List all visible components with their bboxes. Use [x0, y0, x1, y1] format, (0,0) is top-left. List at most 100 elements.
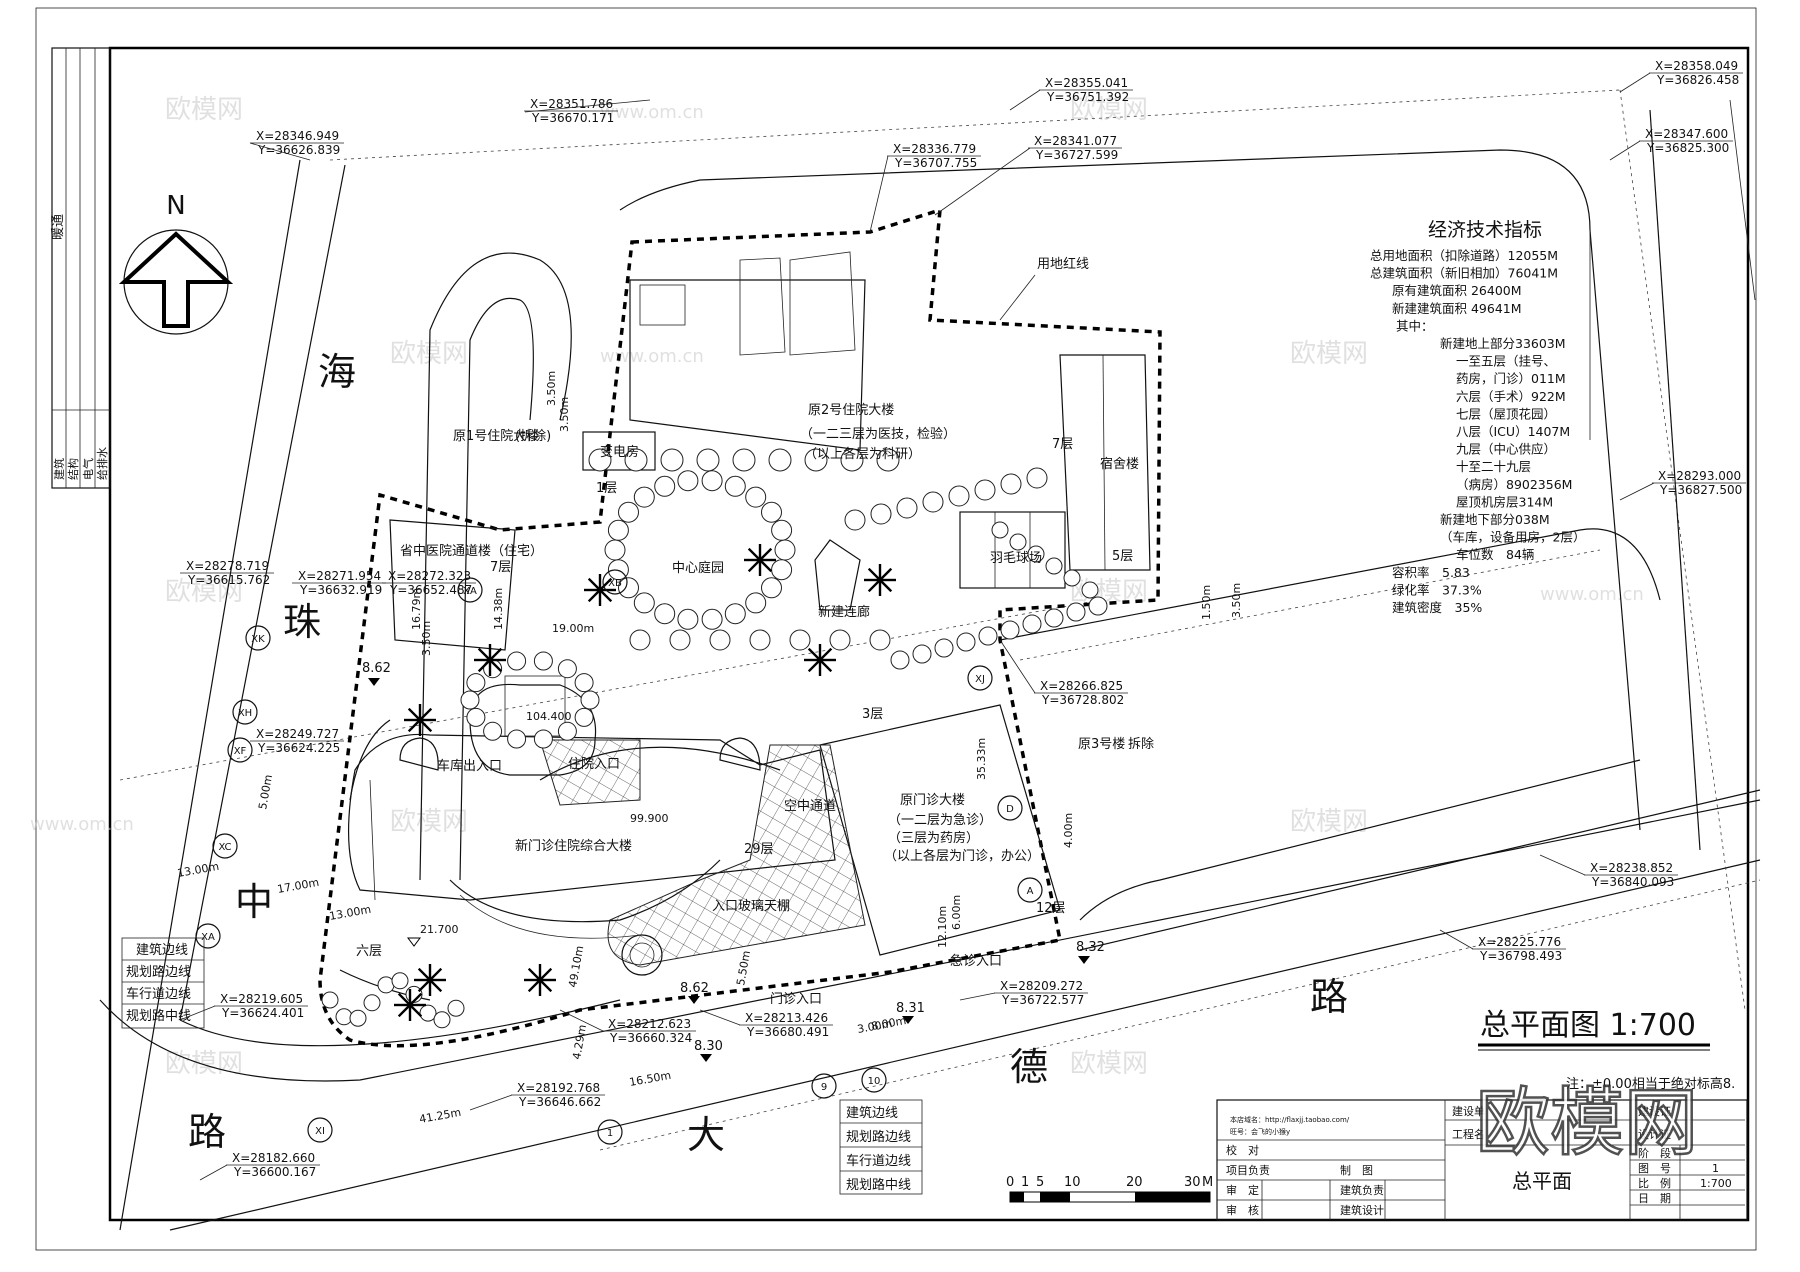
coordinate-leader: [179, 1005, 216, 1021]
title-block: 本店域名：http://flaxjj.taobao.com/ 旺号：会飞的小猴y…: [1216, 1099, 1748, 1221]
label-old3: 原3号楼: [1078, 737, 1125, 752]
palm-symbol: [744, 544, 776, 576]
axis-label: XC: [218, 842, 231, 853]
axis-label: XI: [315, 1126, 325, 1137]
dimension-label: 12.10m: [936, 906, 949, 948]
label-7f-a: 7层: [490, 560, 511, 575]
scale-bar: 0 1 5 10 20 30 M: [1006, 1175, 1213, 1203]
tree-symbol: [890, 650, 910, 670]
dimension-label: 3.50m: [420, 621, 433, 656]
watermark-url-1: www.om.cn: [600, 102, 704, 123]
label-demolish1: (拆除): [515, 429, 551, 444]
elevation-note: 注：±0.00相当于绝对标高8.: [1566, 1076, 1735, 1092]
tree-symbol: [633, 486, 655, 508]
coordinate-y: Y=36727.599: [1035, 148, 1118, 162]
tb-row-2: 审 核: [1226, 1203, 1259, 1217]
tree-symbol: [840, 448, 864, 472]
coordinate-y: Y=36646.662: [518, 1095, 601, 1109]
landscape-trees: [321, 448, 1108, 1029]
dimension-label: 1.50m: [1200, 585, 1213, 620]
tree-symbol: [1045, 557, 1063, 575]
coordinate-y: Y=36624.401: [221, 1006, 304, 1020]
strip-top-label: 暖通: [51, 214, 66, 240]
coordinate-leader: [1009, 89, 1041, 111]
label-op-entry: 门诊入口: [770, 992, 822, 1007]
tree-symbol: [335, 1008, 353, 1026]
watermark-4: 欧模网: [165, 577, 243, 607]
tb-right-top2: 设计证: [1638, 1128, 1671, 1141]
palm-symbol: [584, 574, 616, 606]
tree-symbol: [869, 629, 891, 651]
title-text: 总平面图 1:700: [1480, 1008, 1696, 1043]
label-7f-b: 7层: [1052, 437, 1073, 452]
tree-symbol: [761, 501, 782, 523]
coordinate-x: X=28225.776: [1478, 935, 1561, 949]
axis-bubble: [811, 1073, 837, 1099]
axis-bubble: [232, 699, 258, 725]
dimension-label: 17.00m: [276, 876, 320, 896]
tree-symbol: [604, 539, 626, 561]
tb-mid-2: 建筑设计: [1340, 1203, 1384, 1217]
tree-symbol: [433, 1011, 451, 1029]
scale-unit: M: [1202, 1175, 1213, 1190]
tree-symbol: [876, 448, 900, 472]
coordinate-x: X=28346.949: [256, 129, 339, 143]
level-831: 8.31: [896, 1001, 925, 1016]
econ-line: 新建建筑面积 49641M: [1392, 301, 1522, 316]
shop-line-1: 本店域名：http://flaxjj.taobao.com/: [1230, 1115, 1350, 1124]
palm-symbol: [414, 964, 446, 996]
label-corridor: 新建连廊: [818, 604, 870, 620]
label-garage-exit: 车库出入口: [437, 758, 502, 774]
tree-symbol: [654, 603, 676, 625]
label-courtyard: 中心庭园: [672, 560, 724, 576]
tree-symbol: [761, 577, 782, 599]
palm-symbol: [394, 989, 426, 1021]
dimension-label: 3.50m: [1230, 583, 1243, 618]
legend-bottom-4: 规划路中线: [846, 1177, 911, 1193]
tree-symbol: [991, 521, 1009, 539]
tree-symbol: [749, 629, 771, 651]
econ-line: 原有建筑面积 26400M: [1392, 283, 1522, 298]
coordinate-y: Y=36600.167: [233, 1165, 316, 1179]
dimension-label: 4.29m: [570, 1024, 589, 1061]
tree-symbol: [844, 509, 866, 531]
econ-line: 新建地下部分038M: [1440, 512, 1550, 527]
coordinate-x: X=28278.719: [186, 559, 269, 573]
econ-line: 建筑密度 35%: [1392, 600, 1482, 615]
axis-bubble: [307, 1117, 333, 1143]
label-op-sub2: （三层为药房）: [888, 830, 979, 846]
econ-line: （病房）8902356M: [1456, 477, 1572, 492]
coordinate-labels: X=28358.049Y=36826.458X=28355.041Y=36751…: [186, 59, 1742, 1179]
econ-line: （车库，设备用房，2层）: [1440, 530, 1585, 545]
label-substation: 变电房: [600, 444, 639, 460]
label-op-sub1: （一二层为急诊）: [888, 813, 992, 828]
tree-symbol: [507, 651, 527, 671]
axis-label: XB: [608, 578, 622, 589]
palm-symbol: [864, 564, 896, 596]
coordinate-x: X=28351.786: [530, 97, 613, 111]
coordinate-y: Y=36707.755: [894, 156, 977, 170]
road-char-lu2: 路: [1310, 975, 1348, 1019]
tree-symbol: [732, 448, 756, 472]
road-char-zhu: 珠: [283, 600, 321, 644]
axis-label: XK: [251, 634, 265, 645]
tree-symbol: [633, 592, 655, 614]
label-air-passage: 空中通道: [784, 799, 836, 814]
axis-bubble: [861, 1067, 887, 1093]
econ-line: 屋顶机房层314M: [1456, 494, 1553, 509]
tree-symbol: [1081, 581, 1099, 599]
legend-bottom-1: 建筑边线: [846, 1105, 898, 1121]
axis-label: XH: [238, 708, 252, 719]
tree-symbol: [701, 470, 723, 492]
watermark-8: 欧模网: [1070, 1049, 1148, 1079]
tb-mid-3: 制 图: [1340, 1164, 1373, 1177]
level-832: 8.32: [1076, 940, 1105, 955]
coordinate-leader: [1439, 929, 1474, 950]
label-1f: 1层: [596, 481, 617, 496]
coordinate-leader: [249, 142, 311, 161]
coordinate-x: X=28336.779: [893, 142, 976, 156]
coordinate-y: Y=36722.577: [1001, 993, 1084, 1007]
watermark-7: 欧模网: [165, 1049, 243, 1079]
label-5f: 5层: [1112, 549, 1133, 564]
